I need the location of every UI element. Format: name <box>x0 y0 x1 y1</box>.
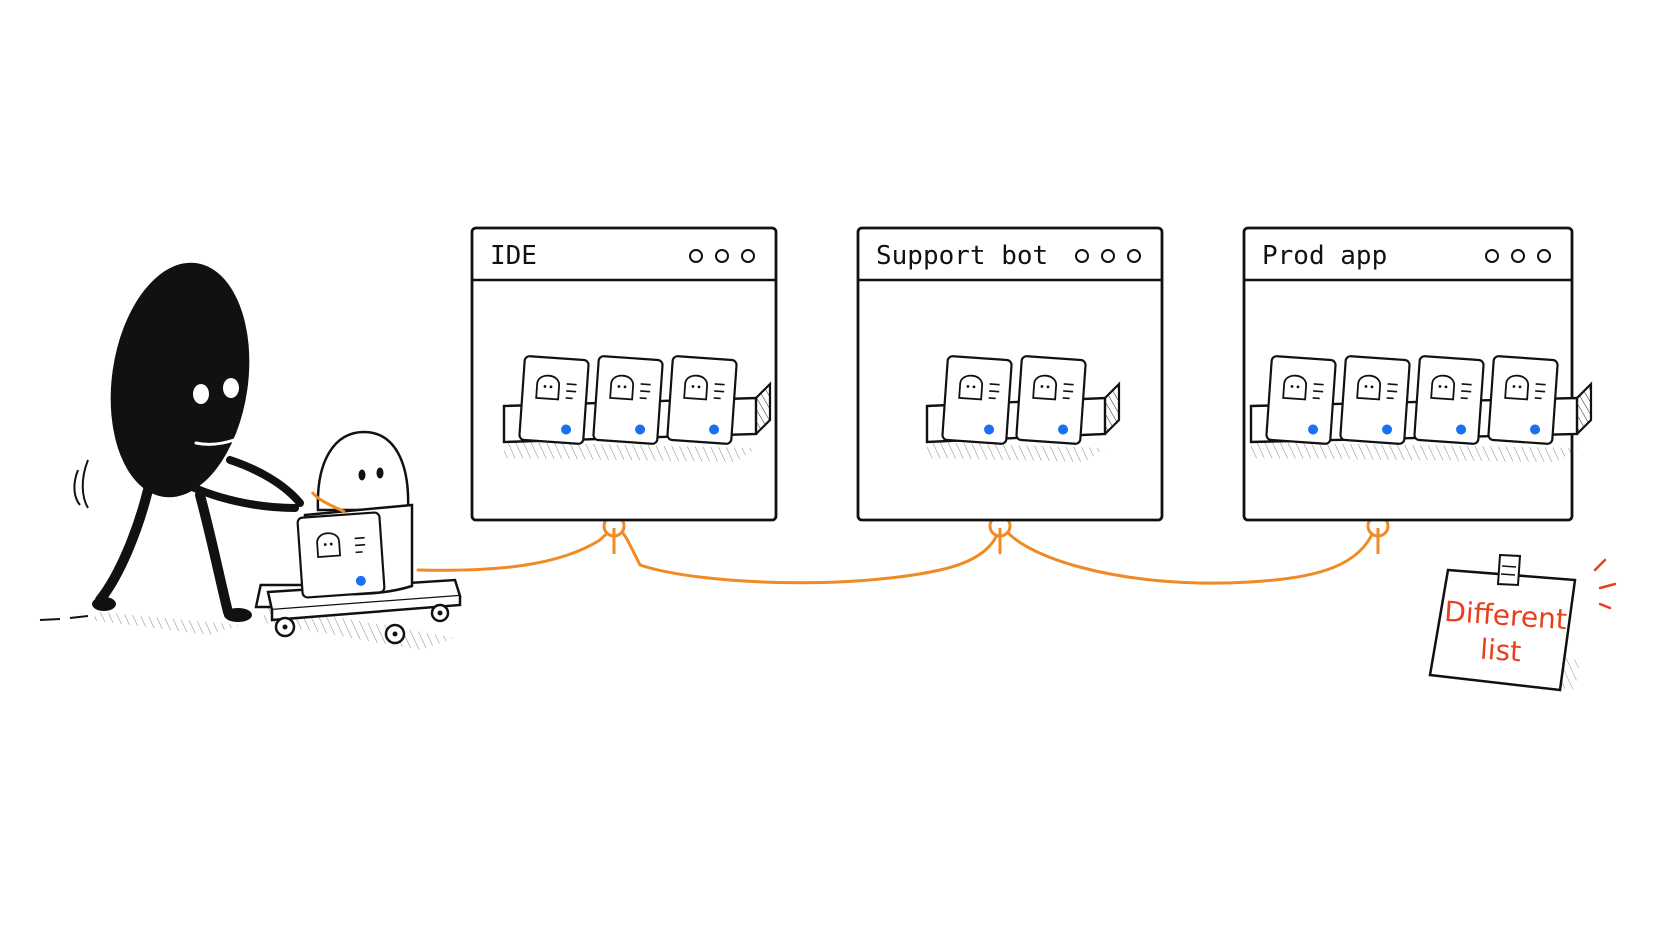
window-dots-icon <box>1075 249 1141 263</box>
skill-card-icon <box>666 355 738 445</box>
skill-card-icon <box>1265 355 1337 445</box>
skill-card-icon <box>1487 355 1559 445</box>
app-window-1: IDE <box>470 226 778 522</box>
skill-card-icon <box>1413 355 1485 445</box>
window-dots-icon <box>689 249 755 263</box>
pushpin-tape-icon <box>1496 553 1522 587</box>
skill-card-icon <box>518 355 590 445</box>
sticky-note: Different list <box>1428 553 1617 692</box>
window-title: Prod app <box>1262 241 1387 271</box>
skill-card-icon <box>941 355 1013 445</box>
connector-node <box>988 514 1012 554</box>
app-window-2: Support bot <box>856 226 1164 522</box>
connector-node <box>1366 514 1390 554</box>
connector-line <box>416 518 1376 585</box>
cart-icon <box>254 578 462 650</box>
window-dots-icon <box>1485 249 1551 263</box>
window-title: IDE <box>490 241 537 271</box>
note-line-2: list <box>1479 633 1522 669</box>
skill-card-icon <box>592 355 664 445</box>
skill-card-icon <box>296 511 386 599</box>
app-window-3: Prod app <box>1242 226 1593 522</box>
walking-character-figure <box>39 262 304 635</box>
window-title: Support bot <box>876 241 1048 271</box>
skill-card-icon <box>1339 355 1411 445</box>
skill-card-icon <box>1015 355 1087 445</box>
